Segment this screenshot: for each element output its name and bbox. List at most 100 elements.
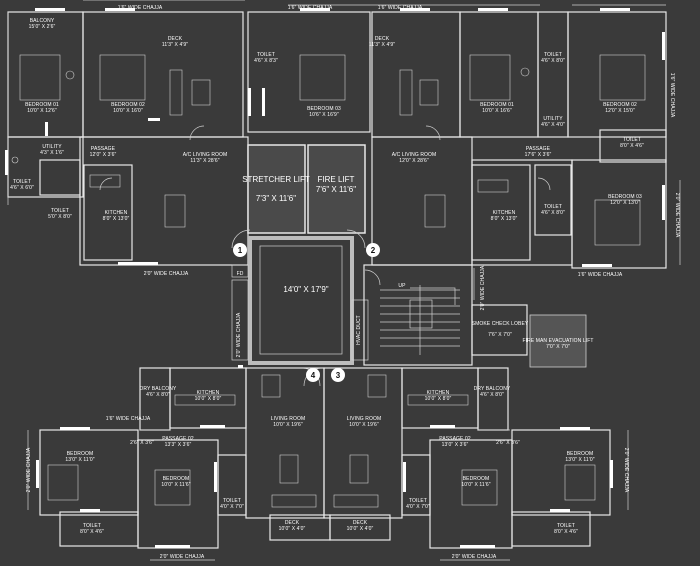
label-dry-balcony-l: DRY BALCONY bbox=[140, 386, 177, 392]
label-bedroom-bl2-dim: 10'0" X 11'6" bbox=[161, 482, 190, 488]
label-toilet-r3: TOILET bbox=[544, 204, 562, 210]
label-living-r-dim: 12'0" X 28'6" bbox=[399, 158, 429, 164]
label-dry-balcony-l-dim: 4'6" X 8'0" bbox=[146, 392, 170, 398]
label-bedroom02-r: BEDROOM 02 bbox=[603, 102, 637, 108]
marker-1: 1 bbox=[238, 246, 243, 255]
label-bedroom-br2-dim: 13'0" X 11'0" bbox=[565, 457, 594, 463]
label-chajja-br-v: 2'0" WIDE CHAJJA bbox=[623, 448, 629, 493]
label-passage02-r-dim: 13'0" X 3'6" bbox=[442, 442, 469, 448]
label-bedroom-bl1-dim: 13'0" X 11'0" bbox=[65, 457, 94, 463]
label-passage02-l-dim: 13'3" X 3'6" bbox=[165, 442, 192, 448]
label-chajja-vert-stair: 2'0" WIDE CHAJJA bbox=[480, 265, 486, 310]
label-utility-r-dim: 4'6" X 4'0" bbox=[541, 122, 565, 128]
label-chajja-bot-l: 2'0" WIDE CHAJJA bbox=[160, 554, 205, 560]
label-stretcher-lift-dim: 7'3" X 11'6" bbox=[256, 194, 296, 203]
label-chajja-right-v: 2'0" WIDE CHAJJA bbox=[674, 193, 680, 238]
fire-lift-shaft bbox=[307, 144, 366, 234]
marker-2-circle bbox=[366, 243, 380, 257]
fire-man-lift-box bbox=[529, 314, 587, 368]
staircase-icon bbox=[380, 285, 460, 355]
furniture-icon bbox=[11, 54, 646, 508]
label-toilet-l2: TOILET bbox=[51, 208, 69, 214]
marker-2: 2 bbox=[371, 246, 376, 255]
label-small-r: 2'6" X 3'6" bbox=[496, 440, 520, 446]
label-kitchen-br-dim: 10'0" X 8'0" bbox=[425, 396, 452, 402]
label-top-chajja-2: 1'6" WIDE CHAJJA bbox=[288, 5, 333, 11]
label-deck-tl-dim: 11'3" X 4'9" bbox=[162, 42, 188, 48]
label-bedroom-br2: BEDROOM bbox=[567, 451, 594, 457]
label-toilet-tl-dim: 4'6" X 8'3" bbox=[254, 58, 278, 64]
label-hvac-duct: HVAC DUCT bbox=[356, 315, 362, 345]
label-chajja-bl-v: 2'0" WIDE CHAJJA bbox=[26, 447, 32, 492]
label-passage-l-dim: 12'0" X 3'6" bbox=[90, 152, 117, 158]
label-utility-r: UTILITY bbox=[543, 116, 563, 122]
bottom-wing-walls bbox=[27, 365, 629, 561]
label-toilet-bl1: TOILET bbox=[223, 498, 241, 504]
label-toilet-bl2: TOILET bbox=[83, 523, 101, 529]
label-fire-lift: FIRE LIFT bbox=[318, 175, 355, 184]
label-smoke-lobby-dim: 7'6" X 7'0" bbox=[488, 332, 512, 338]
label-bedroom-bl1: BEDROOM bbox=[67, 451, 94, 457]
label-living-bl: LIVING ROOM bbox=[271, 416, 305, 422]
label-toilet-bl1-dim: 4'0" X 7'0" bbox=[220, 504, 244, 510]
label-bedroom-br1: BEDROOM bbox=[463, 476, 490, 482]
label-chajja-bl-small: 1'6" WIDE CHAJJA bbox=[106, 416, 151, 422]
label-bedroom03-r: BEDROOM 03 bbox=[608, 194, 642, 200]
label-bedroom02-l-dim: 10'0" X 16'0" bbox=[113, 108, 143, 114]
stretcher-lift-shaft bbox=[247, 144, 306, 234]
label-deck-br-dim: 10'0" X 4'0" bbox=[347, 526, 374, 532]
label-bedroom02-l: BEDROOM 02 bbox=[111, 102, 145, 108]
label-toilet-tl: TOILET bbox=[257, 52, 275, 58]
label-kitchen-bl-dim: 10'0" X 8'0" bbox=[195, 396, 222, 402]
marker-4-circle bbox=[306, 368, 320, 382]
label-small-l: 2'6" X 3'6" bbox=[130, 440, 154, 446]
label-bedroom01-r: BEDROOM 01 bbox=[480, 102, 514, 108]
label-toilet-l2-dim: 5'0" X 8'0" bbox=[48, 214, 72, 220]
label-kitchen-bl: KITCHEN bbox=[197, 390, 220, 396]
label-chajja-bot-r: 2'0" WIDE CHAJJA bbox=[452, 554, 497, 560]
label-toilet-bl2-dim: 8'0" X 4'6" bbox=[80, 529, 104, 535]
label-toilet-r3-dim: 4'6" X 8'0" bbox=[541, 210, 565, 216]
label-passage02-r: PASSAGE 02 bbox=[439, 436, 471, 442]
marker-1-circle bbox=[233, 243, 247, 257]
label-fire-lift-dim: 7'6" X 11'6" bbox=[316, 185, 356, 194]
label-kitchen-r-dim: 8'0" X 13'0" bbox=[491, 216, 518, 222]
label-balcony-dim: 15'0" X 2'6" bbox=[29, 24, 56, 30]
label-smoke-lobby: SMOKE CHECK LOBEY bbox=[472, 321, 529, 327]
label-toilet-l1: TOILET bbox=[13, 179, 31, 185]
label-chajja-right-v2: 1'6" WIDE CHAJJA bbox=[669, 73, 675, 118]
label-deck-br: DECK bbox=[353, 520, 368, 526]
label-dry-balcony-r-dim: 4'6" X 8'0" bbox=[480, 392, 504, 398]
label-kitchen-l: KITCHEN bbox=[105, 210, 128, 216]
label-utility-l-dim: 4'3" X 1'6" bbox=[40, 150, 64, 156]
label-top-chajja-3: 1'6" WIDE CHAJJA bbox=[378, 5, 423, 11]
label-passage-l: PASSAGE bbox=[91, 146, 116, 152]
label-chajja-bedroom03-r: 1'6" WIDE CHAJJA bbox=[578, 272, 623, 278]
label-living-l: A/C LIVING ROOM bbox=[183, 152, 228, 158]
label-toilet-r2: TOILET bbox=[623, 137, 641, 143]
label-deck-bl: DECK bbox=[285, 520, 300, 526]
label-deck-tr: DECK bbox=[375, 36, 390, 42]
label-living-bl-dim: 10'0" X 19'6" bbox=[273, 422, 303, 428]
marker-3: 3 bbox=[336, 371, 341, 380]
label-toilet-r2-dim: 8'0" X 4'6" bbox=[620, 143, 644, 149]
label-up: UP bbox=[398, 283, 406, 289]
label-fireman-lift: FIRE MAN EVACUATION LIFT bbox=[522, 338, 593, 344]
label-bedroom-br1-dim: 10'0" X 11'6" bbox=[461, 482, 490, 488]
marker-3-circle bbox=[331, 368, 345, 382]
label-bedroom03-m-dim: 10'6" X 16'9" bbox=[309, 112, 339, 118]
label-toilet-br1-dim: 4'0" X 7'0" bbox=[406, 504, 430, 510]
label-bedroom02-r-dim: 12'0" X 15'0" bbox=[605, 108, 635, 114]
label-toilet-br2-dim: 8'0" X 4'6" bbox=[554, 529, 578, 535]
label-passage-r-dim: 17'6" X 3'6" bbox=[525, 152, 552, 158]
label-top-chajja-1: 1'6" WIDE CHAJJA bbox=[118, 5, 163, 11]
label-kitchen-r: KITCHEN bbox=[493, 210, 516, 216]
label-living-r: A/C LIVING ROOM bbox=[392, 152, 437, 158]
label-deck-tr-dim: 11'3" X 4'9" bbox=[369, 42, 395, 48]
label-kitchen-br: KITCHEN bbox=[427, 390, 450, 396]
label-deck-bl-dim: 10'0" X 4'0" bbox=[279, 526, 306, 532]
label-fireman-lift-dim: 7'0" X 7'0" bbox=[546, 344, 570, 350]
label-toilet-br2: TOILET bbox=[557, 523, 575, 529]
label-bedroom03-r-dim: 12'0" X 13'0" bbox=[610, 200, 640, 206]
